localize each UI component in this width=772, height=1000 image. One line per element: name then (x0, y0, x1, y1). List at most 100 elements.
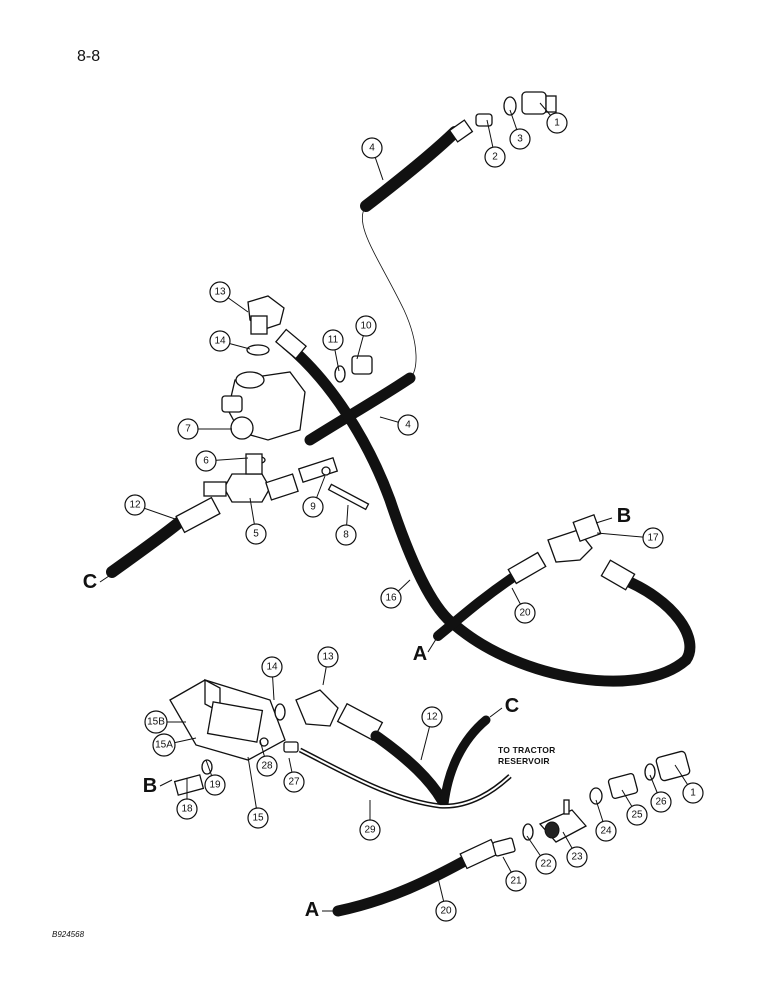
callout-6: 6 (195, 450, 217, 472)
callout-19: 19 (204, 774, 226, 796)
callout-number: 29 (364, 825, 376, 836)
callout-number: 12 (129, 500, 141, 511)
callout-14: 14 (209, 330, 231, 352)
callout-24: 24 (595, 820, 617, 842)
callout-number: 11 (328, 335, 339, 346)
callout-number: 23 (571, 852, 583, 863)
callout-number: 3 (517, 134, 523, 145)
connector-b: B (143, 775, 173, 797)
callout-number: 21 (510, 876, 522, 887)
callout-number: 15B (147, 717, 165, 728)
connector-letter: B (617, 505, 631, 527)
callout-15a: 15A (152, 733, 176, 757)
callout-number: 14 (266, 662, 278, 673)
return-line-fittings (332, 750, 691, 917)
callout-25: 25 (626, 804, 648, 826)
callout-16: 16 (380, 587, 402, 609)
callout-5: 5 (245, 523, 267, 545)
callout-14: 14 (261, 656, 283, 678)
reservoir-note-line2: RESERVOIR (498, 756, 550, 766)
connector-c: C (83, 571, 113, 593)
callout-7: 7 (177, 418, 199, 440)
reservoir-note-line1: TO TRACTOR (498, 745, 556, 755)
callout-29: 29 (359, 819, 381, 841)
hose-12-lower (336, 702, 491, 809)
callout-17: 17 (642, 527, 664, 549)
callout-number: 15 (252, 813, 264, 824)
connector-a: A (305, 899, 338, 921)
callout-22: 22 (535, 853, 557, 875)
callout-12: 12 (421, 706, 443, 728)
callout-28: 28 (256, 755, 278, 777)
callout-9: 9 (302, 496, 324, 518)
callout-number: 28 (261, 761, 273, 772)
callout-3: 3 (509, 128, 531, 150)
hose-4-upper (360, 91, 557, 379)
pump-body (169, 678, 339, 796)
callout-13: 13 (317, 646, 339, 668)
callout-number: 20 (440, 906, 452, 917)
hose-4-lower (304, 372, 416, 446)
connector-a: A (413, 635, 439, 665)
callout-number: 16 (385, 593, 397, 604)
valve-body-7 (203, 295, 373, 511)
callout-10: 10 (355, 315, 377, 337)
callout-number: 13 (322, 652, 334, 663)
connector-letter: A (305, 899, 319, 921)
callout-number: 13 (214, 287, 226, 298)
callout-number: 8 (343, 530, 349, 541)
callout-1: 1 (546, 112, 568, 134)
callout-21: 21 (505, 870, 527, 892)
drain-line-29 (298, 747, 512, 809)
callout-26: 26 (650, 791, 672, 813)
callout-12: 12 (124, 494, 146, 516)
callout-number: 2 (492, 152, 498, 163)
callout-number: 10 (360, 321, 372, 332)
callout-13: 13 (209, 281, 231, 303)
callout-number: 9 (310, 502, 316, 513)
callout-number: 27 (288, 777, 300, 788)
callout-number: 20 (519, 608, 531, 619)
page-number: 8-8 (77, 48, 101, 65)
callout-number: 14 (214, 336, 226, 347)
callout-23: 23 (566, 846, 588, 868)
callout-4: 4 (397, 414, 419, 436)
connector-letter: A (413, 643, 427, 665)
callout-number: 4 (369, 143, 375, 154)
hose-12-upper (106, 496, 221, 578)
callout-number: 26 (655, 797, 667, 808)
callout-number: 17 (647, 533, 659, 544)
callout-number: 1 (690, 788, 696, 799)
callout-15: 15 (247, 807, 269, 829)
callout-number: 24 (600, 826, 612, 837)
connector-b: B (595, 505, 631, 527)
callout-20: 20 (435, 900, 457, 922)
callout-number: 18 (181, 804, 193, 815)
callout-15b: 15B (144, 710, 168, 734)
callout-number: 22 (540, 859, 552, 870)
connector-letter: C (505, 695, 519, 717)
callout-number: 4 (405, 420, 411, 431)
hose-20-upper (433, 514, 602, 641)
callout-20: 20 (514, 602, 536, 624)
connector-letter: B (143, 775, 157, 797)
callout-number: 5 (253, 529, 259, 540)
callout-number: 1 (554, 118, 560, 129)
callout-1: 1 (682, 782, 704, 804)
connector-labels: B C A C B A (83, 505, 631, 921)
connector-c: C (489, 695, 519, 718)
connector-letter: C (83, 571, 97, 593)
callout-number: 25 (631, 810, 643, 821)
callout-8: 8 (335, 524, 357, 546)
callout-11: 11 (322, 329, 344, 351)
callout-2: 2 (484, 146, 506, 168)
callout-number: 6 (203, 456, 209, 467)
callout-number: 19 (209, 780, 221, 791)
callout-number: 12 (426, 712, 438, 723)
callout-number: 15A (155, 740, 173, 751)
document-code: B924568 (52, 930, 85, 939)
callout-number: 7 (185, 424, 191, 435)
callout-4: 4 (361, 137, 383, 159)
